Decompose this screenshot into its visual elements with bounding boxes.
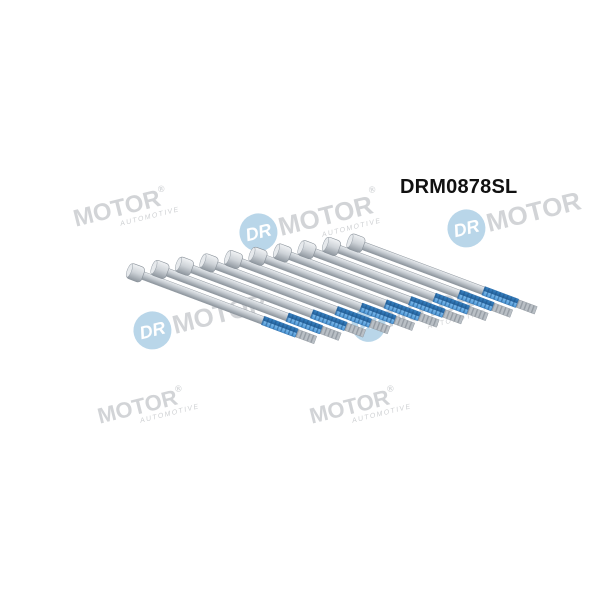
product-code: DRM0878SL — [400, 176, 518, 198]
